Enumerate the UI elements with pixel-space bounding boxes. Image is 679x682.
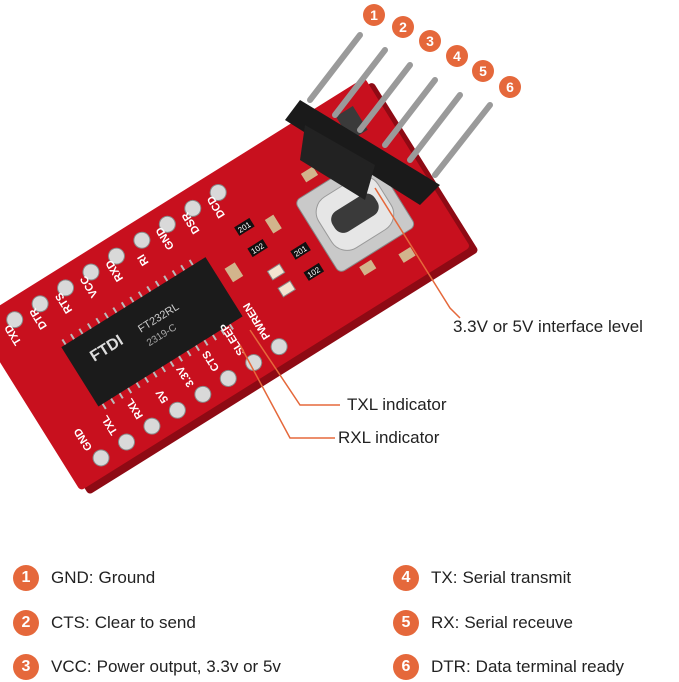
usb-c-connector [296, 155, 415, 272]
legend-key-5: RX: [431, 613, 460, 632]
pin-badge-2: 2 [392, 16, 414, 38]
legend-key-6: DTR: [431, 657, 471, 676]
legend-item-6: 6 DTR: Data terminal ready [393, 652, 624, 682]
callout-rxl-indicator: RXL indicator [338, 428, 440, 447]
legend-key-4: TX: [431, 568, 458, 587]
ftdi-chip: FTDI FT232RL 2319-C [61, 257, 243, 410]
callout-interface-level: 3.3V or 5V interface level [453, 317, 643, 336]
pin-badge-1: 1 [363, 4, 385, 26]
header-pins [307, 32, 493, 178]
left-pin-pads [6, 184, 227, 329]
legend-badge-4: 4 [393, 565, 419, 591]
legend-desc-6: Data terminal ready [475, 657, 625, 676]
smd-components: 201 102 201 102 [224, 136, 416, 298]
legend-badge-1: 1 [13, 565, 39, 591]
legend-key-3: VCC: [51, 657, 92, 676]
legend-item-4: 4 TX: Serial transmit [393, 563, 571, 593]
legend-key-2: CTS: [51, 613, 90, 632]
legend-item-3: 3 VCC: Power output, 3.3v or 5v [13, 652, 281, 682]
pin-badge-4: 4 [446, 45, 468, 67]
pin-badge-5: 5 [472, 60, 494, 82]
txl-led [266, 263, 286, 281]
legend-key-1: GND: [51, 568, 94, 587]
legend-badge-5: 5 [393, 610, 419, 636]
header-housing [285, 100, 440, 205]
legend-desc-4: Serial transmit [462, 568, 572, 587]
legend-item-1: 1 GND: Ground [13, 563, 155, 593]
legend-desc-3: Power output, 3.3v or 5v [96, 657, 281, 676]
pin-badge-3: 3 [419, 30, 441, 52]
pin-badge-6: 6 [499, 76, 521, 98]
legend-item-2: 2 CTS: Clear to send [13, 608, 196, 638]
legend-badge-6: 6 [393, 654, 419, 680]
legend-badge-2: 2 [13, 610, 39, 636]
rxl-led [277, 280, 296, 298]
legend-desc-1: Ground [98, 568, 156, 587]
pin-label-ri: RI [136, 252, 152, 268]
callout-lines [239, 187, 461, 439]
right-pin-pads [92, 338, 288, 467]
legend-desc-2: Clear to send [94, 613, 196, 632]
legend-item-5: 5 RX: Serial receuve [393, 608, 573, 638]
legend-badge-3: 3 [13, 654, 39, 680]
callout-line-txl [249, 329, 340, 406]
callout-txl-indicator: TXL indicator [347, 395, 447, 414]
callout-line-interface [374, 187, 461, 319]
callout-line-rxl [239, 344, 335, 439]
legend-desc-5: Serial receuve [464, 613, 574, 632]
